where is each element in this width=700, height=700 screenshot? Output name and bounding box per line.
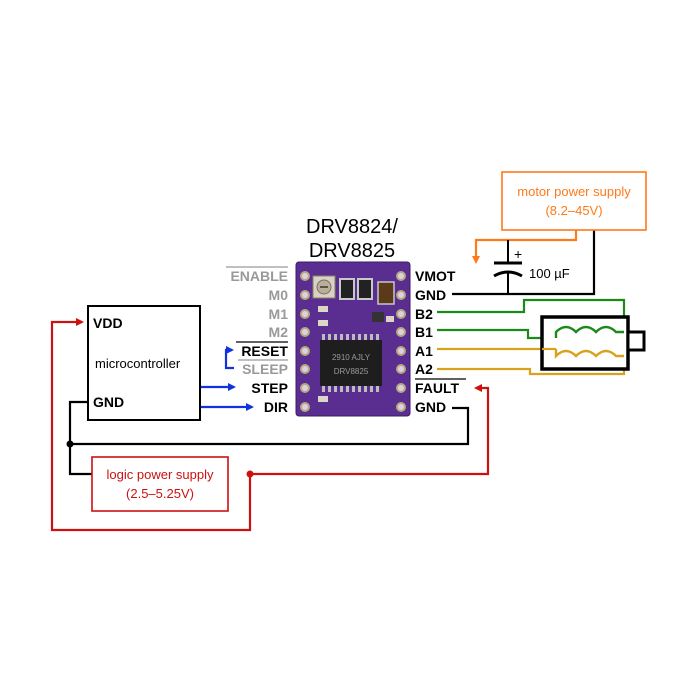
pin-dir: DIR — [264, 399, 288, 415]
mcu-gnd-label: GND — [93, 394, 124, 410]
gnd-junction-dot — [66, 440, 74, 448]
left-pin-labels: ENABLE M0 M1 M2 RESET SLEEP STEP DIR — [226, 266, 289, 415]
coil-b — [554, 325, 624, 338]
smd-components — [318, 306, 394, 402]
capacitor-value: 100 µF — [529, 266, 570, 281]
board-title-line1: DRV8824/ — [306, 216, 398, 238]
mcu-name-label: microcontroller — [95, 356, 181, 371]
right-pin-labels: VMOT GND B2 B1 A1 A2 FAULT GND — [415, 268, 466, 415]
motor-supply-gnd-wire — [452, 230, 596, 296]
chip-marking-line2: 2910 AJLY — [332, 353, 371, 362]
motor-supply-line2: (8.2–45V) — [545, 203, 602, 218]
pin-step: STEP — [251, 380, 288, 396]
pin-enable: ENABLE — [230, 268, 288, 284]
mcu-vdd-label: VDD — [93, 315, 123, 331]
mcu-gnd-wire — [68, 400, 92, 476]
b1-wire — [437, 328, 556, 340]
coil-a — [554, 349, 624, 359]
pin-b2: B2 — [415, 306, 433, 322]
board-title-line2: DRV8825 — [309, 240, 395, 262]
pin-a2: A2 — [415, 361, 433, 377]
stepper-motor — [540, 315, 646, 371]
pin-gnd-bottom: GND — [415, 399, 446, 415]
ground-wires — [66, 230, 596, 476]
pin-m2: M2 — [269, 324, 289, 340]
chip-marking-line1: DRV8825 — [334, 367, 369, 376]
board-gnd-wire — [70, 406, 470, 446]
signal-wires — [200, 346, 254, 411]
sense-resistors — [339, 278, 373, 300]
pin-fault: FAULT — [415, 380, 460, 396]
logic-power-supply: logic power supply (2.5–5.25V) — [91, 456, 229, 512]
capacitor: + 100 µF — [493, 240, 570, 294]
b2-wire — [437, 298, 626, 338]
pin-sleep: SLEEP — [242, 361, 288, 377]
left-header-holes — [300, 271, 310, 412]
capacitor-plus: + — [514, 246, 522, 262]
pin-gnd-top: GND — [415, 287, 446, 303]
pin-m0: M0 — [269, 287, 289, 303]
driver-board: 2910 AJLY DRV8825 — [295, 261, 411, 417]
microcontroller: VDD microcontroller GND — [87, 305, 201, 421]
logic-power-wires — [50, 318, 490, 532]
vmot-wire — [472, 230, 578, 264]
right-header-holes — [396, 271, 406, 412]
motor-power-supply: motor power supply (8.2–45V) — [501, 171, 647, 231]
pin-m1: M1 — [269, 306, 289, 322]
logic-supply-line2: (2.5–5.25V) — [126, 486, 194, 501]
reset-sleep-jumper — [224, 346, 234, 370]
motor-supply-line1: motor power supply — [517, 184, 631, 199]
driver-chip: 2910 AJLY DRV8825 — [320, 334, 382, 392]
pin-reset: RESET — [241, 343, 288, 359]
pin-vmot: VMOT — [415, 268, 456, 284]
logic-junction-dot — [246, 470, 254, 478]
logic-vdd-wire — [50, 318, 252, 532]
logic-supply-line1: logic power supply — [107, 467, 214, 482]
board-capacitor — [377, 281, 395, 305]
potentiometer — [312, 275, 336, 299]
pin-a1: A1 — [415, 343, 433, 359]
pin-b1: B1 — [415, 324, 433, 340]
logic-fault-wire — [250, 384, 490, 476]
motor-power-wires — [472, 230, 578, 264]
